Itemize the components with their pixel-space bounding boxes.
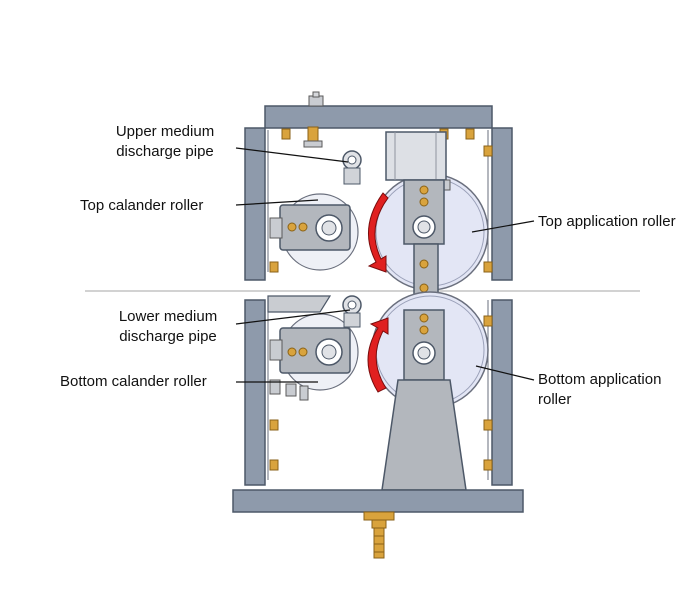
label-lower-medium-discharge-pipe-line-1: Lower medium (118, 308, 218, 325)
lower-medium-discharge-pipe (342, 295, 362, 328)
label-bottom-application-roller-line-2: roller (538, 391, 572, 408)
label-top-application-roller-text: Top application roller (538, 213, 676, 230)
upper-right-side-plate (491, 127, 513, 281)
top-plate (264, 105, 493, 129)
label-top-application-roller: Top application roller (538, 212, 676, 232)
lower-bolts (269, 315, 493, 471)
air-cylinder (385, 131, 451, 191)
lower-rotation-arrow (367, 317, 389, 393)
label-bottom-calander-roller: Bottom calander roller (60, 372, 207, 392)
top-calander-block (269, 204, 351, 251)
top-plate-fitting (308, 91, 324, 107)
label-lower-medium-discharge-pipe: Lower medium discharge pipe (103, 307, 233, 347)
label-upper-medium-discharge-pipe-line-2: discharge pipe (116, 143, 214, 160)
leader-top-calander-roller (235, 199, 319, 206)
leader-upper-medium-discharge-pipe (235, 147, 349, 163)
brass-hose-fitting-icon (363, 511, 395, 559)
lower-right-side-plate (491, 299, 513, 486)
lower-left-fittings (269, 379, 309, 401)
bottom-calander-block (269, 327, 351, 374)
label-upper-medium-discharge-pipe: Upper medium discharge pipe (100, 122, 230, 162)
leader-top-application-roller (471, 220, 535, 233)
upper-medium-discharge-pipe (342, 150, 362, 185)
leader-bottom-application-roller (475, 365, 535, 381)
leader-lines (235, 147, 535, 383)
label-bottom-application-roller-line-1: Bottom application (538, 371, 662, 388)
label-lower-medium-discharge-pipe-line-2: discharge pipe (119, 328, 217, 345)
label-bottom-application-roller: Bottom application roller (538, 370, 661, 410)
label-top-calander-roller: Top calander roller (80, 196, 203, 216)
lower-tray (267, 295, 332, 313)
upper-center-fitting (303, 126, 323, 148)
upper-bolts (269, 128, 493, 273)
label-bottom-calander-roller-text: Bottom calander roller (60, 373, 207, 390)
leader-lower-medium-discharge-pipe (235, 309, 351, 325)
lower-center-column (381, 309, 467, 491)
base-plate (232, 489, 524, 513)
upper-rotation-arrow (367, 192, 389, 273)
label-upper-medium-discharge-pipe-line-1: Upper medium (115, 123, 215, 140)
lower-left-side-plate (244, 299, 266, 486)
label-top-calander-roller-text: Top calander roller (80, 197, 204, 214)
